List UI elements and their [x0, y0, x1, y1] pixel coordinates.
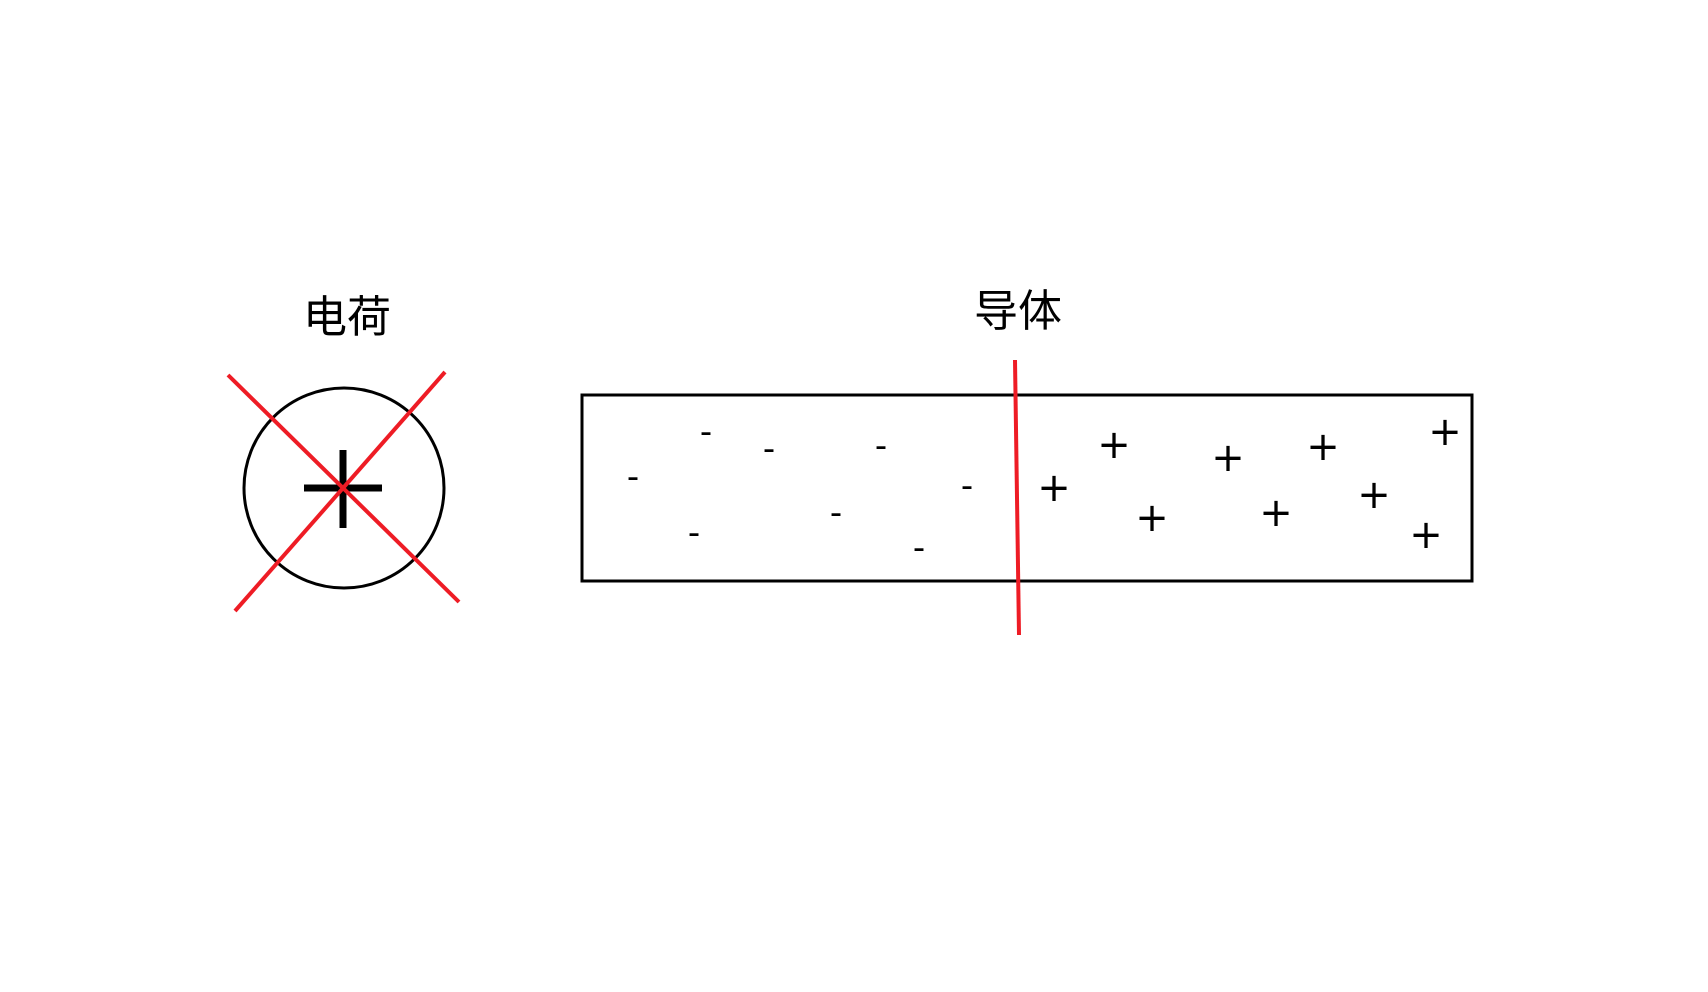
divider-line [1013, 359, 1021, 636]
negative-charge: - [912, 528, 926, 568]
positive-charge: + [1357, 472, 1391, 518]
positive-charge: + [1409, 512, 1443, 558]
charge-circle [242, 386, 446, 590]
negative-charge: - [687, 513, 701, 553]
charge-label: 电荷 [303, 292, 391, 343]
negative-charge: - [829, 493, 843, 533]
negative-charge: - [699, 412, 713, 452]
positive-charge: + [1097, 422, 1131, 468]
negative-charge: - [874, 426, 888, 466]
negative-charge: - [626, 457, 640, 497]
positive-charge: + [1428, 409, 1462, 455]
positive-charge: + [1037, 465, 1071, 511]
positive-charge: + [1211, 435, 1245, 481]
positive-charge: + [1135, 495, 1169, 541]
positive-charge: + [1259, 490, 1293, 536]
negative-charge: - [960, 466, 974, 506]
negative-charge: - [762, 429, 776, 469]
conductor-label: 导体 [974, 286, 1062, 337]
cross-line-2 [233, 370, 447, 613]
positive-charge: + [1306, 424, 1340, 470]
conductor-rect [580, 393, 1474, 583]
